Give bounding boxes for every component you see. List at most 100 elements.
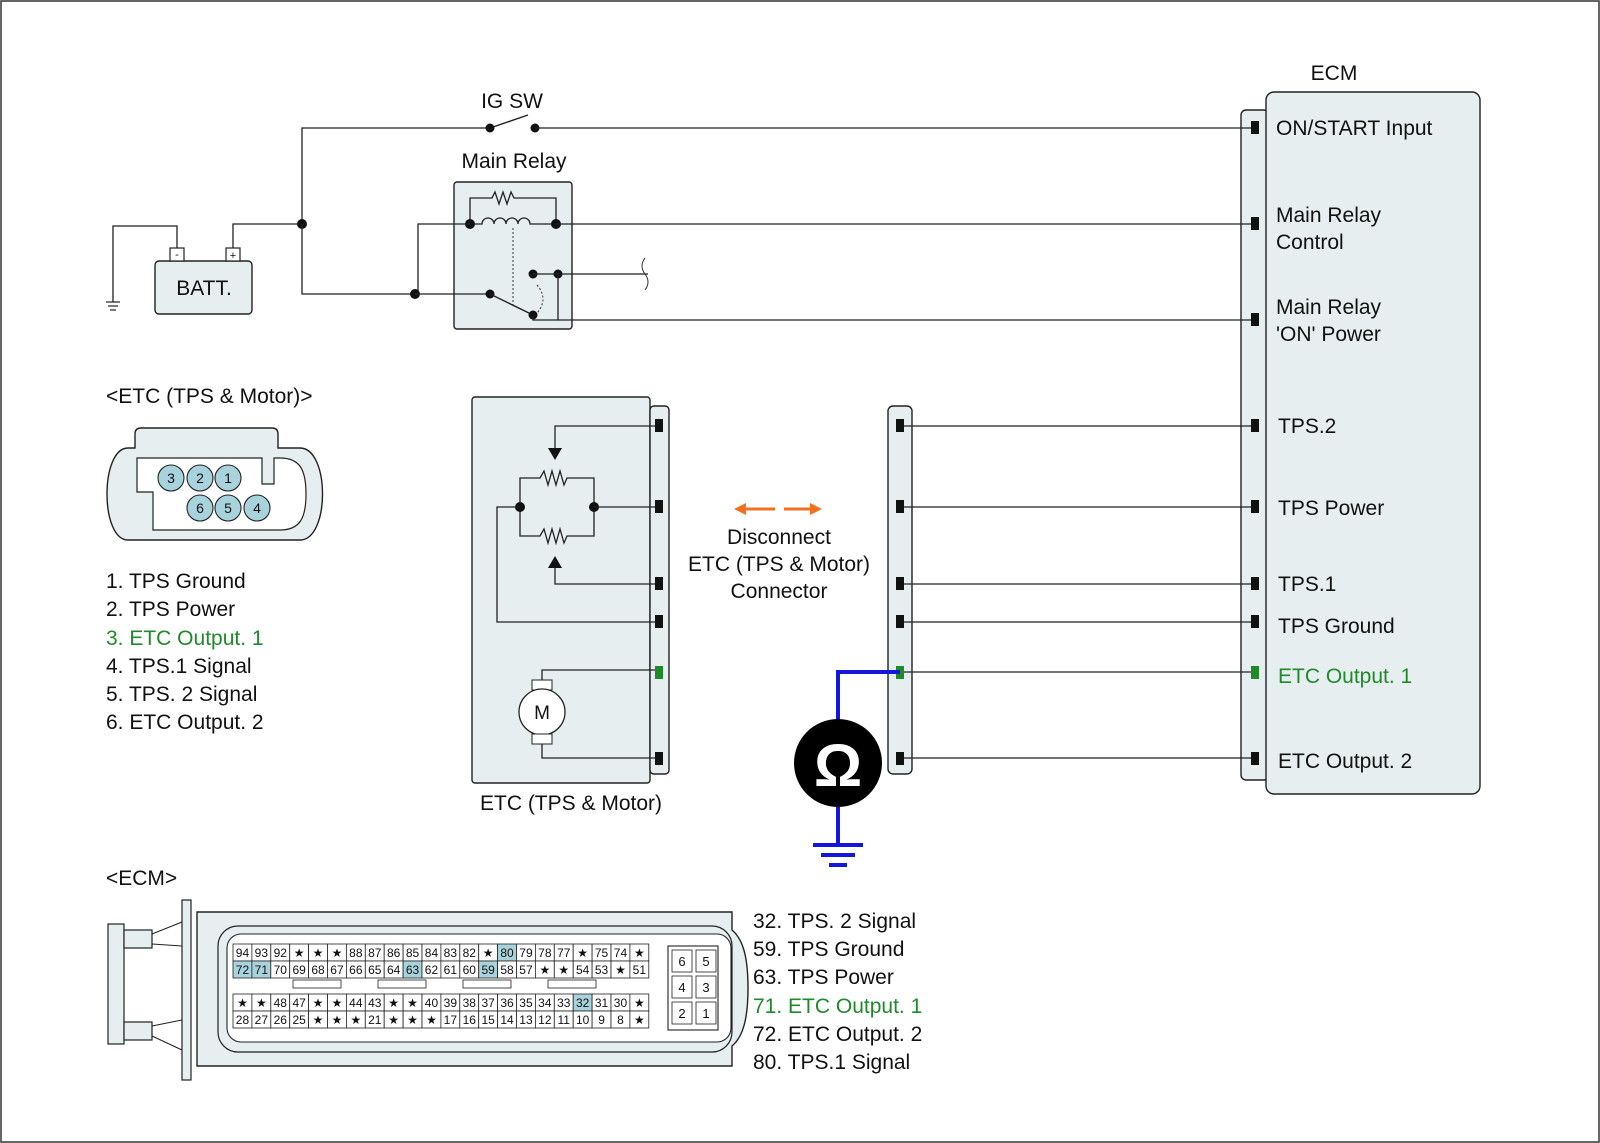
ohm-symbol: Ω: [814, 732, 862, 799]
ecm-pin-number: ★: [332, 946, 343, 960]
etc-pin-list-item: 1. TPS Ground: [106, 570, 246, 593]
battery-label: BATT.: [176, 277, 232, 300]
ecm-label-main-relay-on: Main Relay: [1276, 296, 1382, 319]
ecm-pin-number: ★: [332, 1013, 343, 1027]
etc-pin-list-item: 3. ETC Output. 1: [106, 627, 264, 650]
ecm-pin-cell: [629, 960, 650, 979]
ecm-pin-number: 25: [292, 1013, 306, 1027]
ecm-small-pin-number: 1: [702, 1006, 709, 1021]
ecm-pin-list-item: 80. TPS.1 Signal: [753, 1051, 910, 1074]
etc-pin-2: 2: [196, 470, 204, 486]
ecm-pin-number: 80: [500, 946, 514, 960]
ecm-pin-number: 69: [292, 963, 306, 977]
ecm-pin-number: 85: [406, 946, 420, 960]
ecm-label-tps-ground: TPS Ground: [1278, 615, 1395, 638]
ecm-pin-number: 65: [368, 963, 382, 977]
etc-component-label: ETC (TPS & Motor): [480, 792, 662, 815]
ecm-pin-number: 48: [274, 996, 288, 1010]
ecm-pin-number: ★: [577, 946, 588, 960]
ecm-pin-number: 37: [481, 996, 495, 1010]
ecm-pin-number: 35: [519, 996, 533, 1010]
ecm-small-pin-number: 5: [702, 954, 709, 969]
ecm-pin-number: 77: [557, 946, 571, 960]
ecm-pin-number: ★: [407, 996, 418, 1010]
ecm-pin-number: 66: [349, 963, 363, 977]
ecm-pin-number: 64: [387, 963, 401, 977]
ecm-small-pin-cell: [671, 949, 693, 973]
ecm-title: ECM: [1311, 62, 1358, 85]
etc-pin-3: 3: [167, 470, 175, 486]
etc-pin-6: 6: [196, 500, 204, 516]
etc-connector-title: <ETC (TPS & Motor)>: [106, 385, 313, 408]
ecm-key-tab: [377, 979, 427, 989]
disconnect-arrows-icon: [734, 503, 822, 515]
ecm-connector-strip: [1240, 109, 1270, 781]
ecm-pin-list-item: 63. TPS Power: [753, 966, 894, 989]
ecm-pin-number: 62: [425, 963, 439, 977]
ecm-small-pin-cell: [695, 1001, 717, 1025]
ecm-pin-number: 87: [368, 946, 382, 960]
ecm-pin-list-item: 32. TPS. 2 Signal: [753, 910, 916, 933]
main-relay-body: [453, 181, 573, 330]
ecm-pin-number: 27: [255, 1013, 269, 1027]
ecm-pin-number: 30: [614, 996, 628, 1010]
ecm-pin-number: 70: [274, 963, 288, 977]
motor-label: M: [534, 703, 550, 724]
ecm-label-main-relay-control: Main Relay: [1276, 204, 1382, 227]
ecm-pin-number: 31: [595, 996, 609, 1010]
ecm-pin-number: ★: [388, 1013, 399, 1027]
ecm-pin-list: 32. TPS. 2 Signal 59. TPS Ground 63. TPS…: [753, 910, 922, 1074]
ecm-pin-number: 21: [368, 1013, 382, 1027]
battery-plus: +: [230, 250, 236, 262]
ecm-pin-number: 39: [444, 996, 458, 1010]
disconnect-line-3: Connector: [731, 580, 828, 603]
ecm-label-main-relay-control-2: Control: [1276, 231, 1344, 254]
ecm-pin-number: 53: [595, 963, 609, 977]
ecm-pin-number: 17: [444, 1013, 458, 1027]
etc-pin-list-item: 6. ETC Output. 2: [106, 711, 264, 734]
ecm-label-etc-output-2: ETC Output. 2: [1278, 750, 1412, 773]
ecm-pin-number: ★: [483, 946, 494, 960]
ecm-pin-number: 34: [538, 996, 552, 1010]
ecm-pin-number: 84: [425, 946, 439, 960]
ecm-label-main-relay-on-2: 'ON' Power: [1276, 323, 1381, 346]
etc-pin-list-item: 4. TPS.1 Signal: [106, 655, 252, 678]
ecm-label-etc-output-1: ETC Output. 1: [1278, 665, 1412, 688]
ecm-pin-number: 13: [519, 1013, 533, 1027]
disconnect-line-2: ETC (TPS & Motor): [688, 553, 870, 576]
ecm-pin-number: 79: [519, 946, 533, 960]
disconnect-line-1: Disconnect: [727, 526, 831, 549]
ecm-pin-number: ★: [294, 946, 305, 960]
ecm-pin-number: 10: [576, 1013, 590, 1027]
disconnect-indicator: Disconnect ETC (TPS & Motor) Connector: [688, 503, 870, 603]
ecm-pin-number: 60: [463, 963, 477, 977]
ecm-pin-number: 47: [292, 996, 306, 1010]
ecm-small-pin-cell: [671, 1001, 693, 1025]
ecm-pin-number: 14: [500, 1013, 514, 1027]
ecm-small-pin-cell: [695, 975, 717, 999]
ecm-block: ECM ON/START Input Main Relay Control Ma…: [1240, 62, 1481, 795]
ecm-pin-number: 86: [387, 946, 401, 960]
ecm-pin-number: 93: [255, 946, 269, 960]
ecm-pin-cell: [629, 1010, 650, 1029]
battery: - + BATT.: [106, 223, 302, 315]
ecm-pin-number: 68: [311, 963, 325, 977]
ecm-pin-number: 61: [444, 963, 458, 977]
ecm-pin-number: ★: [426, 1013, 437, 1027]
ecm-pin-number: 43: [368, 996, 382, 1010]
ecm-pin-number: 78: [538, 946, 552, 960]
ecm-pin-list-item: 72. ETC Output. 2: [753, 1023, 922, 1046]
etc-pin-list-item: 2. TPS Power: [106, 598, 235, 621]
ecm-key-tab: [292, 979, 342, 989]
ecm-pin-list-item: 71. ETC Output. 1: [753, 995, 922, 1018]
ohmmeter: Ω: [794, 670, 900, 867]
ecm-pin-number: 58: [500, 963, 514, 977]
ecm-pin-number: ★: [350, 1013, 361, 1027]
ecm-label-tps1: TPS.1: [1278, 573, 1336, 596]
etc-pin-list: 1. TPS Ground 2. TPS Power 3. ETC Output…: [106, 570, 264, 734]
ecm-pin-number: ★: [313, 1013, 324, 1027]
ecm-pin-number: 63: [406, 963, 420, 977]
ecm-small-pin-number: 2: [678, 1006, 685, 1021]
